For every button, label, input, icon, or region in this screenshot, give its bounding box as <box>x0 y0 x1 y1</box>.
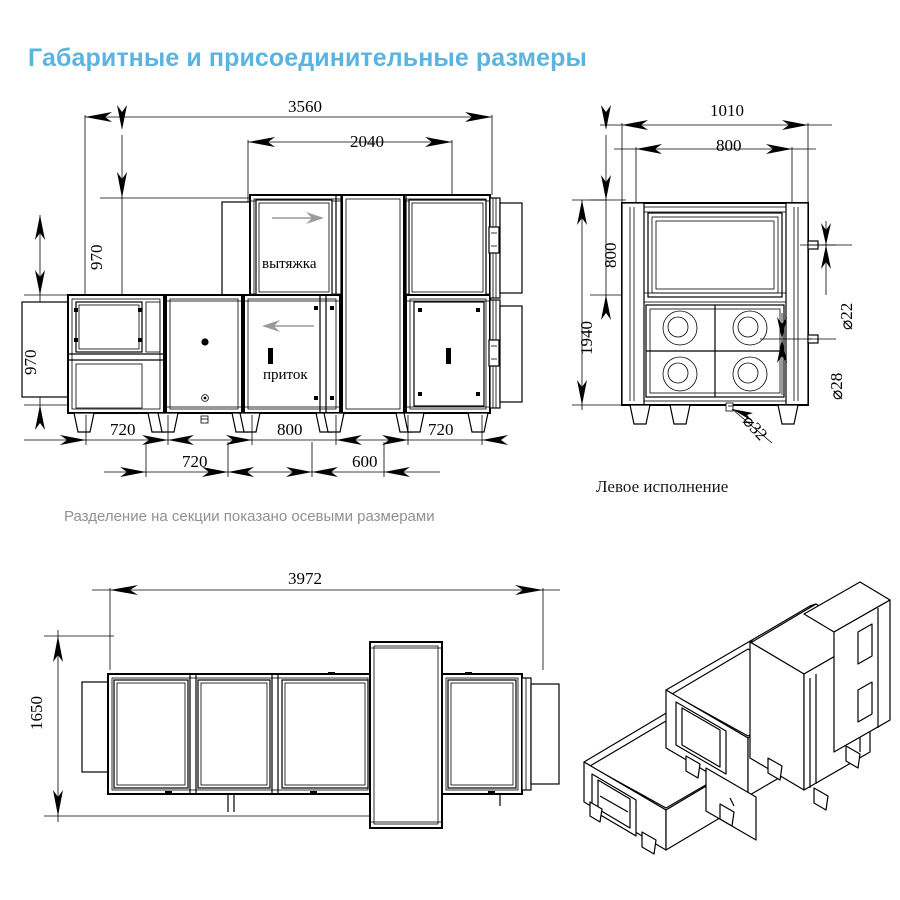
plan-view-drawing <box>44 585 560 829</box>
page-title: Габаритные и присоединительные размеры <box>28 44 587 72</box>
dim-600-axis: 600 <box>352 452 378 471</box>
iso-module-right <box>803 581 891 769</box>
exhaust-flow-arrow <box>272 212 324 224</box>
side-upper-duct-opening <box>643 202 787 303</box>
dimension-dia28 <box>760 313 812 395</box>
dimension-800-width <box>614 144 816 210</box>
drain-fitting <box>725 402 773 444</box>
dim-720-a: 720 <box>110 420 136 439</box>
dim-800-b: 800 <box>277 420 303 439</box>
dim-dia28: ⌀28 <box>827 372 846 400</box>
fan-wheel <box>662 356 698 392</box>
dim-1010: 1010 <box>710 101 744 120</box>
side-support-legs <box>629 404 799 425</box>
right-flange-connectors <box>488 197 523 409</box>
plan-cross-block <box>369 641 443 829</box>
plan-left-duct <box>81 681 111 773</box>
supply-filter-section <box>165 294 243 414</box>
side-view-caption: Левое исполнение <box>596 477 729 496</box>
dim-3972: 3972 <box>288 569 322 588</box>
diameter-icon: ⌀ <box>837 319 856 330</box>
plan-right-flange <box>521 677 560 791</box>
support-legs <box>73 412 489 433</box>
side-connector-tabs <box>807 240 836 344</box>
diameter-icon: ⌀ <box>827 389 846 400</box>
dim-dia22: ⌀22 <box>837 302 856 330</box>
dim-1650: 1650 <box>27 696 46 730</box>
dim-800-height: 800 <box>601 242 620 269</box>
center-column-section <box>341 194 405 414</box>
dim-720-c: 720 <box>428 420 454 439</box>
side-elevation-drawing <box>572 105 852 444</box>
dimension-chain-outer <box>24 415 508 445</box>
dim-3560: 3560 <box>288 97 322 116</box>
isometric-drawing <box>583 581 891 855</box>
fan-wheel <box>732 356 768 392</box>
plan-right-section <box>441 672 523 806</box>
dim-1940: 1940 <box>577 321 596 355</box>
dimension-dia22 <box>800 221 852 295</box>
plan-main-body <box>107 672 373 812</box>
fan-wheel <box>662 310 698 346</box>
iso-top-panel <box>751 603 817 643</box>
fan-wheel <box>732 310 768 346</box>
dim-970-lower: 970 <box>21 349 40 376</box>
right-section <box>405 294 491 414</box>
dimension-1650 <box>44 630 390 822</box>
fan-block <box>645 304 785 398</box>
supply-section-shell <box>243 294 341 414</box>
dimension-3972 <box>92 585 560 670</box>
dim-970-upper: 970 <box>87 244 106 271</box>
dim-2040: 2040 <box>350 132 384 151</box>
dimension-chain-axis <box>104 442 440 477</box>
front-elevation-drawing <box>21 105 523 477</box>
supply-left-intake <box>21 294 165 414</box>
sections-note: Разделение на секции показано осевыми ра… <box>64 508 435 525</box>
dim-800-width: 800 <box>716 136 742 155</box>
label-supply: приток <box>263 367 308 383</box>
dimension-1010 <box>600 120 832 205</box>
supply-flow-arrow <box>262 320 314 332</box>
dim-720-axis: 720 <box>182 452 208 471</box>
label-exhaust: вытяжка <box>262 256 317 272</box>
